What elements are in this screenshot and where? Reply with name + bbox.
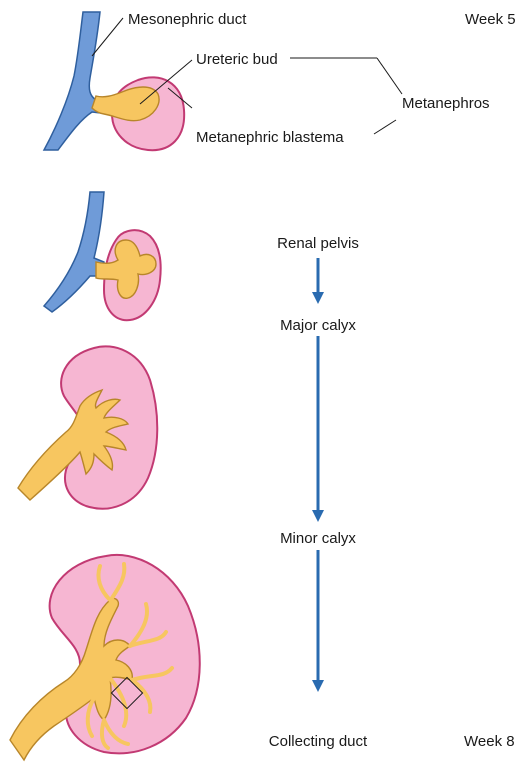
label-ureteric-bud: Ureteric bud <box>196 51 278 68</box>
label-renal-pelvis: Renal pelvis <box>277 235 359 252</box>
stage-1-week5 <box>44 12 184 150</box>
stage-2 <box>44 192 161 320</box>
label-mesonephric-duct: Mesonephric duct <box>128 11 247 28</box>
stage-4-week8 <box>10 555 200 760</box>
arrowhead-minor-to-collecting <box>312 680 324 692</box>
ureteric-bud-1 <box>92 87 159 121</box>
label-week-end: Week 8 <box>464 733 515 750</box>
leader-metanephros-top-diag <box>377 58 402 94</box>
label-week-start: Week 5 <box>465 11 516 28</box>
mesonephric-duct-2 <box>44 192 104 312</box>
arrowhead-pelvis-to-major <box>312 292 324 304</box>
mesonephric-duct-1 <box>44 12 110 150</box>
label-major-calyx: Major calyx <box>280 317 356 334</box>
leader-metanephros-bottom <box>374 120 396 134</box>
label-minor-calyx: Minor calyx <box>280 530 356 547</box>
label-collecting-duct: Collecting duct <box>269 733 368 750</box>
label-metanephric-blastema: Metanephric blastema <box>196 129 344 146</box>
arrowhead-major-to-minor <box>312 510 324 522</box>
stage-3 <box>18 346 157 508</box>
label-metanephros: Metanephros <box>402 95 490 112</box>
